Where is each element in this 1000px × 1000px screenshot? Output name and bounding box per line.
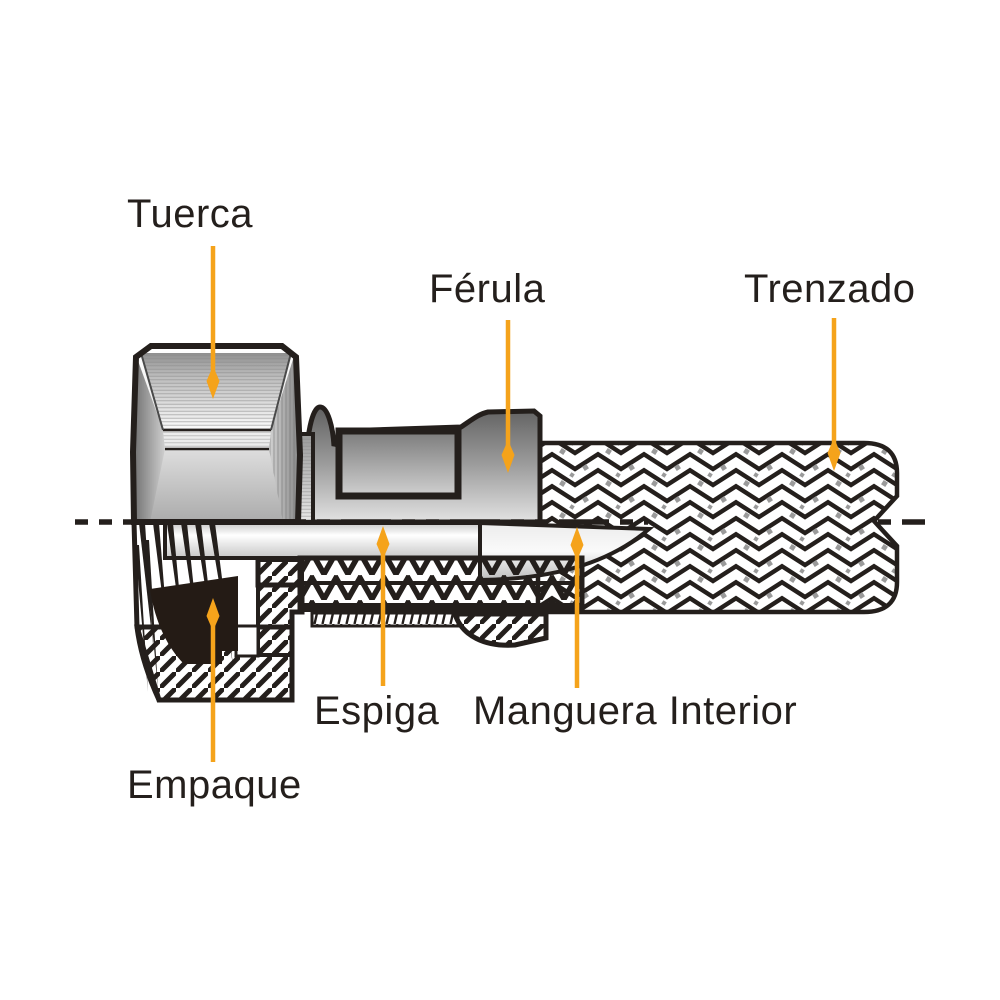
label-empaque: Empaque [127, 763, 302, 807]
espiga-arrow-icon [376, 526, 390, 686]
ferula-arrow-icon [501, 320, 515, 473]
label-espiga: Espiga [314, 689, 440, 733]
empaque-arrow-icon [206, 598, 220, 762]
ferrule-graphic [303, 404, 543, 525]
label-ferula: Férula [429, 267, 546, 311]
label-manguera-interior: Manguera Interior [473, 689, 798, 733]
label-trenzado: Trenzado [744, 267, 916, 311]
hose-crimp-section-graphic [297, 555, 585, 648]
tuerca-arrow-icon [206, 246, 220, 399]
trenzado-arrow-icon [827, 318, 841, 471]
nut-graphic [129, 343, 304, 525]
manguera-interior-arrow-icon [570, 527, 584, 688]
gasket-graphic [150, 576, 238, 664]
label-tuerca: Tuerca [127, 192, 254, 236]
braid-graphic [535, 440, 900, 615]
